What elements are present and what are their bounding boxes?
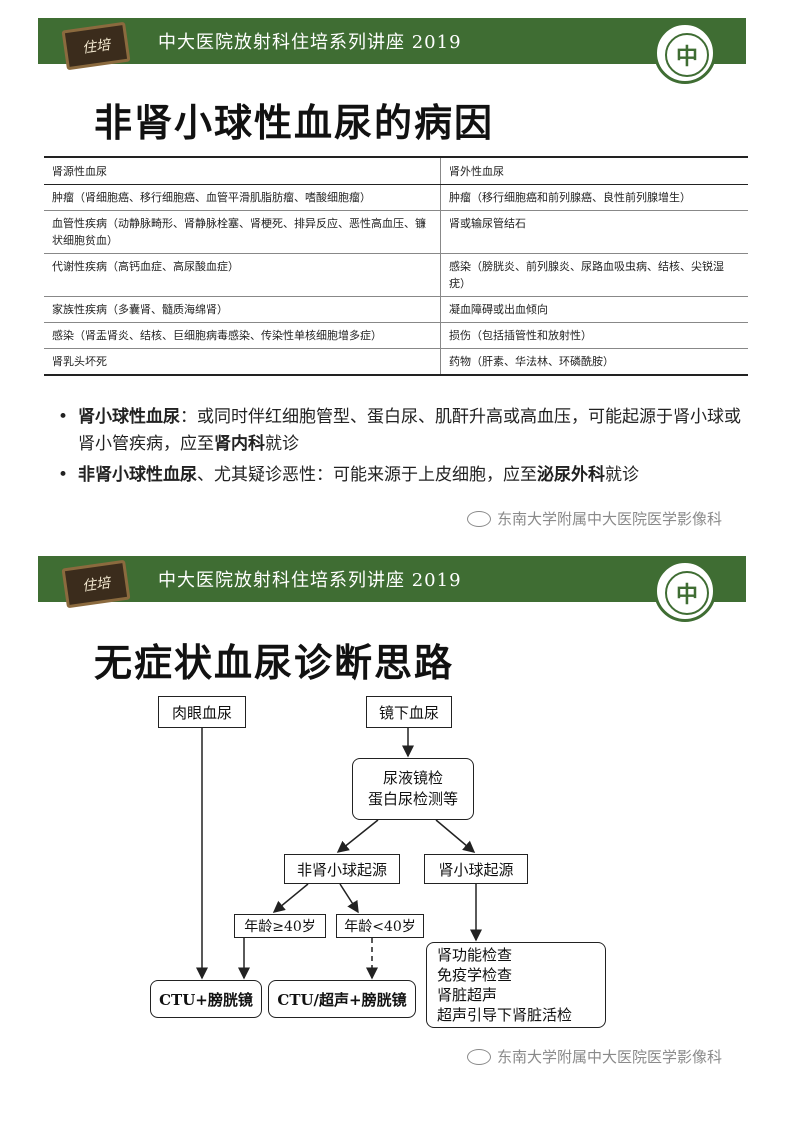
bullet-nonglomerular: 非肾小球性血尿、尤其疑诊恶性：可能来源于上皮细胞，应至泌尿外科就诊 — [56, 462, 746, 489]
table-cell: 肿瘤（肾细胞癌、移行细胞癌、血管平滑肌脂肪瘤、嗜酸细胞瘤） — [44, 184, 441, 211]
table-row: 血管性疾病（动静脉畸形、肾静脉栓塞、肾梗死、排异反应、恶性高血压、镰状细胞贫血）… — [44, 210, 748, 254]
logo-mark: 中 — [665, 571, 709, 615]
table-cell: 血管性疾病（动静脉畸形、肾静脉栓塞、肾梗死、排异反应、恶性高血压、镰状细胞贫血） — [44, 210, 441, 254]
table-row: 肾乳头坏死 药物（肝素、华法林、环磷酰胺） — [44, 348, 748, 376]
ctu-ultrasound-cystoscopy-box: CTU/超声+膀胱镜 — [268, 980, 416, 1018]
renal-check-item: 免疫学检查 — [437, 966, 513, 984]
gross-hematuria-box: 肉眼血尿 — [158, 696, 246, 728]
urine-exam-line2: 蛋白尿检测等 — [367, 790, 458, 808]
hospital-logo-icon: 中 — [654, 22, 716, 84]
table-cell: 药物（肝素、华法林、环磷酰胺） — [440, 348, 748, 376]
bullet-list: 肾小球性血尿：或同时伴红细胞管型、蛋白尿、肌酐升高或高血压，可能起源于肾小球或肾… — [56, 404, 746, 493]
slide-title: 无症状血尿诊断思路 — [94, 641, 455, 685]
table-cell: 感染（肾盂肾炎、结核、巨细胞病毒感染、传染性单核细胞增多症） — [44, 322, 441, 349]
table-row: 代谢性疾病（高钙血症、高尿酸血症） 感染（膀胱炎、前列腺炎、尿路血吸虫病、结核、… — [44, 253, 748, 297]
urine-exam-line1: 尿液镜检 — [382, 769, 443, 787]
bullet-term: 肾小球性血尿 — [78, 407, 180, 427]
microscopic-hematuria-box: 镜下血尿 — [366, 696, 452, 728]
banner-title: 中大医院放射科住培系列讲座 2019 — [158, 570, 462, 591]
arrow-urine-to-glom — [435, 819, 476, 853]
bullet-glomerular: 肾小球性血尿：或同时伴红细胞管型、蛋白尿、肌酐升高或高血压，可能起源于肾小球或肾… — [56, 404, 746, 458]
watermark-text: 东南大学附属中大医院医学影像科 — [496, 510, 722, 528]
urine-exam-box: 尿液镜检 蛋白尿检测等 — [352, 758, 474, 820]
bullet-text: 就诊 — [605, 465, 639, 485]
nonglomerular-origin-box: 非肾小球起源 — [284, 854, 400, 884]
table-row: 肿瘤（肾细胞癌、移行细胞癌、血管平滑肌脂肪瘤、嗜酸细胞瘤） 肿瘤（移行细胞癌和前… — [44, 184, 748, 211]
residency-badge: 住培 — [61, 21, 131, 71]
bullet-text: ：或同时伴红细胞管型、蛋白尿、肌酐升高或高血压，可能起源于肾小球或肾小管疾病，应… — [78, 407, 741, 454]
table-row: 家族性疾病（多囊肾、髓质海绵肾） 凝血障碍或出血倾向 — [44, 296, 748, 323]
watermark: 东南大学附属中大医院医学影像科 — [466, 508, 722, 529]
table-cell: 感染（膀胱炎、前列腺炎、尿路血吸虫病、结核、尖锐湿疣） — [440, 253, 748, 297]
bullet-department: 泌尿外科 — [537, 465, 605, 485]
logo-mark: 中 — [665, 33, 709, 77]
slide-diagnostic-flow: 住培 中大医院放射科住培系列讲座 2019 中 无症状血尿诊断思路 肉眼血尿 镜… — [38, 556, 746, 1086]
arrow-nonglom-to-age-ge40 — [272, 883, 309, 913]
arrow-urine-to-nonglom — [336, 819, 379, 853]
slide-banner: 住培 中大医院放射科住培系列讲座 2019 — [38, 556, 746, 609]
table-cell: 肾或输尿管结石 — [440, 210, 748, 254]
slide-nonglomerular-causes: 住培 中大医院放射科住培系列讲座 2019 中 非肾小球性血尿的病因 肾源性血尿… — [38, 18, 748, 538]
bullet-text: 、尤其疑诊恶性：可能来源于上皮细胞，应至 — [197, 465, 537, 485]
renal-check-item: 肾功能检查 — [437, 946, 513, 964]
table-cell: 肿瘤（移行细胞癌和前列腺癌、良性前列腺增生） — [440, 184, 748, 211]
bullet-department: 肾内科 — [214, 434, 265, 454]
table-cell: 肾乳头坏死 — [44, 348, 441, 376]
glomerular-origin-box: 肾小球起源 — [424, 854, 528, 884]
arrow-nonglom-to-age-lt40 — [339, 883, 359, 914]
renal-checks-box: 肾功能检查 免疫学检查 肾脏超声 超声引导下肾脏活检 — [426, 942, 606, 1028]
flow-connectors — [196, 728, 482, 980]
wechat-icon — [466, 510, 491, 527]
watermark-text: 东南大学附属中大医院医学影像科 — [496, 1048, 722, 1066]
bullet-text: 就诊 — [265, 434, 299, 454]
wechat-icon — [466, 1048, 491, 1065]
age-lt40-box: 年龄<40岁 — [336, 914, 424, 938]
table-header-row: 肾源性血尿 肾外性血尿 — [44, 156, 748, 185]
renal-check-item: 肾脏超声 — [437, 986, 498, 1004]
column-header-renal: 肾源性血尿 — [44, 156, 441, 185]
banner-title: 中大医院放射科住培系列讲座 2019 — [158, 32, 462, 53]
table-cell: 凝血障碍或出血倾向 — [440, 296, 748, 323]
slide-title: 非肾小球性血尿的病因 — [94, 101, 495, 145]
slide-banner: 住培 中大医院放射科住培系列讲座 2019 — [38, 18, 746, 71]
table-cell: 代谢性疾病（高钙血症、高尿酸血症） — [44, 253, 441, 297]
watermark: 东南大学附属中大医院医学影像科 — [466, 1046, 722, 1067]
table-row: 感染（肾盂肾炎、结核、巨细胞病毒感染、传染性单核细胞增多症） 损伤（包括插管性和… — [44, 322, 748, 349]
table-cell: 家族性疾病（多囊肾、髓质海绵肾） — [44, 296, 441, 323]
table-cell: 损伤（包括插管性和放射性） — [440, 322, 748, 349]
bullet-term: 非肾小球性血尿 — [78, 465, 197, 485]
renal-check-item: 超声引导下肾脏活检 — [437, 1006, 573, 1024]
causes-table: 肾源性血尿 肾外性血尿 肿瘤（肾细胞癌、移行细胞癌、血管平滑肌脂肪瘤、嗜酸细胞瘤… — [44, 156, 748, 376]
age-ge40-box: 年龄≥40岁 — [234, 914, 326, 938]
hospital-logo-icon: 中 — [654, 560, 716, 622]
ctu-cystoscopy-box: CTU+膀胱镜 — [150, 980, 262, 1018]
column-header-extrarenal: 肾外性血尿 — [440, 156, 748, 185]
